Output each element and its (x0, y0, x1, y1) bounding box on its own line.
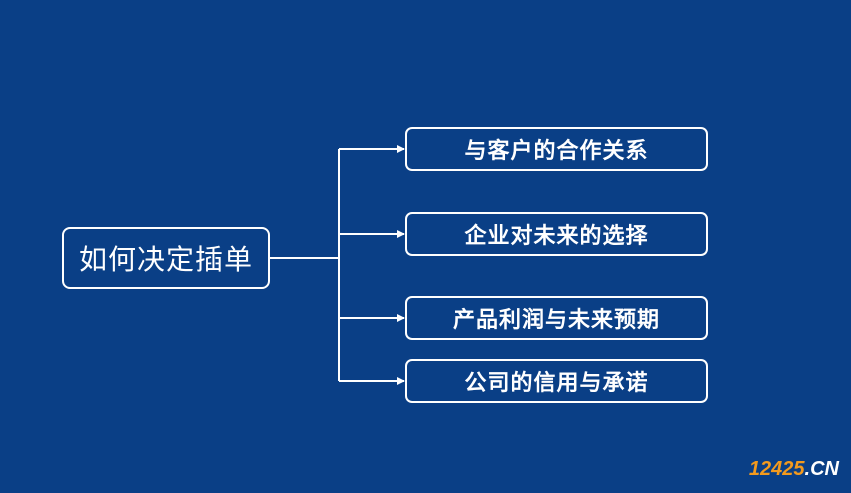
watermark-suffix: CN (810, 458, 839, 480)
root-node-label: 如何决定插单 (78, 243, 253, 276)
branch-node-label: 公司的信用与承诺 (464, 371, 649, 396)
watermark-number: 12425 (748, 458, 805, 480)
branch-node-3: 产品利润与未来预期 (405, 296, 708, 340)
branch-node-2: 企业对未来的选择 (405, 212, 708, 256)
branch-node-label: 与客户的合作关系 (464, 139, 649, 164)
branch-node-1: 与客户的合作关系 (405, 127, 708, 171)
root-node: 如何决定插单 (62, 227, 270, 289)
branch-node-label: 产品利润与未来预期 (452, 308, 660, 333)
watermark-dot: . (804, 458, 811, 480)
branch-node-4: 公司的信用与承诺 (405, 359, 708, 403)
branch-node-label: 企业对未来的选择 (464, 224, 649, 249)
watermark-logo: 12425.CN (749, 458, 839, 481)
